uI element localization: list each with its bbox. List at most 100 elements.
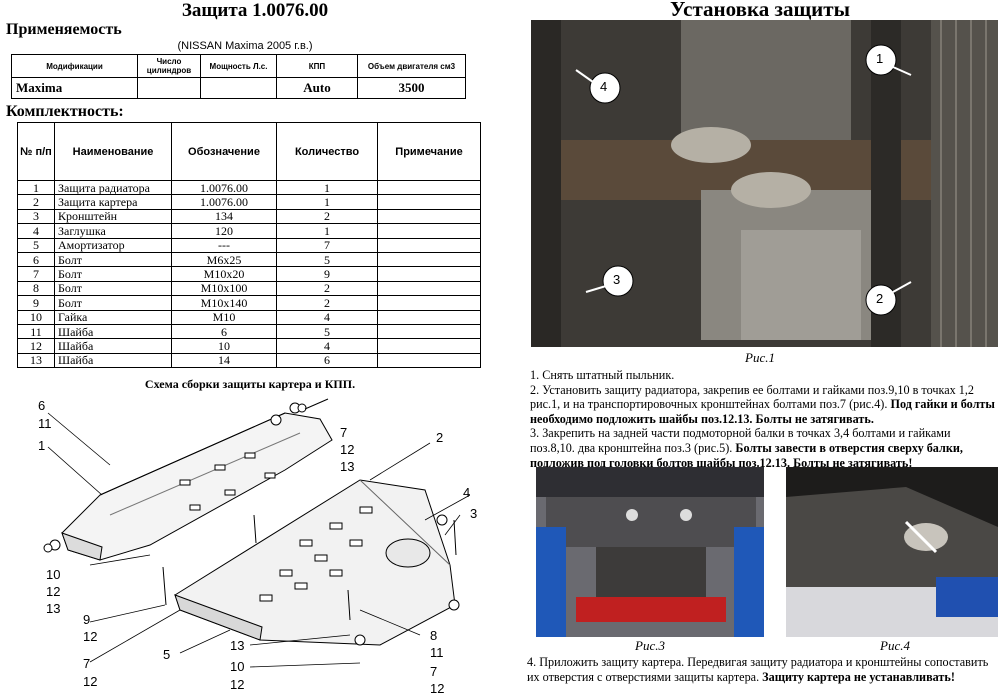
step-1: 1. Снять штатный пыльник. <box>530 368 675 382</box>
label-pos-12: 12 <box>340 442 355 457</box>
cell-number: 5 <box>17 237 55 253</box>
label-pos-7c: 7 <box>430 664 438 679</box>
cell-name: Кронштейн <box>54 208 172 225</box>
header-note: Примечание <box>377 122 481 181</box>
document-title: Защита 1.0076.00 <box>181 0 329 21</box>
label-pos-4: 4 <box>463 485 471 500</box>
cell-designation: 120 <box>171 223 277 239</box>
cell-number: 12 <box>17 338 55 354</box>
cell-quantity: 4 <box>276 309 378 325</box>
header-quantity: Количество <box>276 122 378 181</box>
cell-designation: М10х100 <box>171 280 277 297</box>
cell-name: Шайба <box>54 352 172 369</box>
label-pos-11: 11 <box>38 416 52 431</box>
cell-engine-volume: 3500 <box>357 77 466 99</box>
cell-quantity: 1 <box>276 223 378 239</box>
label-pos-13: 13 <box>340 459 355 474</box>
instructions: 1. Снять штатный пыльник. 2. Установить … <box>530 368 996 470</box>
header-name: Наименование <box>54 122 172 181</box>
cell-number: 8 <box>17 280 55 297</box>
cell-power <box>200 77 277 99</box>
label-pos-13b: 13 <box>46 601 61 616</box>
install-title: Установка защиты <box>670 0 850 21</box>
cell-name: Болт <box>54 266 172 282</box>
step-2: 2. Установить защиту радиатора, закрепив… <box>530 383 996 427</box>
label-pos-1: 1 <box>38 438 46 453</box>
caption-fig4: Рис.4 <box>880 638 910 653</box>
header-number: № п/п <box>17 122 55 181</box>
cell-number: 11 <box>17 323 55 340</box>
label-pos-12f: 12 <box>430 681 445 696</box>
marker-3: 3 <box>613 272 621 287</box>
label-pos-2: 2 <box>436 430 444 445</box>
cell-designation: М10 <box>171 309 277 325</box>
cell-name: Заглушка <box>54 223 172 239</box>
marker-2: 2 <box>876 291 884 306</box>
cell-cylinders <box>137 77 201 99</box>
cell-name: Защита радиатора <box>54 179 172 196</box>
cell-name: Амортизатор <box>54 237 172 253</box>
label-pos-7: 7 <box>340 425 348 440</box>
step-4-warning: Защиту картера не устанавливать! <box>762 669 955 684</box>
cell-number: 13 <box>17 352 55 369</box>
label-pos-8: 8 <box>430 628 438 643</box>
cell-quantity: 2 <box>276 208 378 225</box>
cell-note <box>377 280 481 297</box>
step-4-text: 4. Приложить защиту картера. Передвигая … <box>527 655 989 684</box>
cell-designation: 14 <box>171 352 277 369</box>
bolts-and-washers <box>43 398 460 646</box>
applicability-table: Модификации Число цилиндров Мощность Л.с… <box>11 54 466 99</box>
label-pos-11b: 11 <box>430 645 444 660</box>
cell-designation: 134 <box>171 208 277 225</box>
cell-quantity: 1 <box>276 194 378 210</box>
cell-number: 1 <box>17 179 55 196</box>
cell-number: 2 <box>17 194 55 210</box>
label-pos-5: 5 <box>163 647 171 662</box>
caption-fig3: Рис.3 <box>635 638 665 653</box>
cell-designation: 1.0076.00 <box>171 194 277 210</box>
vehicle-note: (NISSAN Maxima 2005 г.в.) <box>177 40 313 52</box>
header-engine-volume: Объем двигателя см3 <box>357 54 466 78</box>
step-2-text: 2. Установить защиту радиатора, закрепив… <box>530 382 974 412</box>
header-gearbox: КПП <box>276 54 358 78</box>
cell-quantity: 9 <box>276 266 378 282</box>
cell-designation: 1.0076.00 <box>171 179 277 196</box>
step-4: 4. Приложить защиту картера. Передвигая … <box>527 655 995 684</box>
cell-quantity: 7 <box>276 237 378 253</box>
leader-lines <box>47 412 470 668</box>
cell-gearbox: Auto <box>276 77 358 99</box>
label-pos-12e: 12 <box>230 677 245 692</box>
label-pos-10b: 10 <box>230 659 245 674</box>
cell-number: 7 <box>17 266 55 282</box>
step-3: 3. Закрепить на задней части подмоторной… <box>530 426 996 470</box>
cell-designation: --- <box>171 237 277 253</box>
header-designation: Обозначение <box>171 122 277 181</box>
cell-name: Болт <box>54 280 172 297</box>
cell-note <box>377 251 481 268</box>
marker-1: 1 <box>876 51 884 66</box>
step-3-warning: Болты завести в отверстия сверху балки, … <box>530 440 963 470</box>
applicability-heading: Применяемость <box>6 21 122 38</box>
cell-designation: М10х140 <box>171 295 277 311</box>
cell-number: 6 <box>17 251 55 268</box>
label-pos-3: 3 <box>470 506 478 521</box>
photo-fig3 <box>536 467 764 637</box>
step-3-text: 3. Закрепить на задней части подмоторной… <box>530 426 951 455</box>
cell-number: 4 <box>17 223 55 239</box>
label-pos-13c: 13 <box>230 638 245 653</box>
label-pos-9: 9 <box>83 612 91 627</box>
label-pos-7b: 7 <box>83 656 91 671</box>
caption-fig1: Рис.1 <box>745 350 775 365</box>
cell-quantity: 1 <box>276 179 378 196</box>
